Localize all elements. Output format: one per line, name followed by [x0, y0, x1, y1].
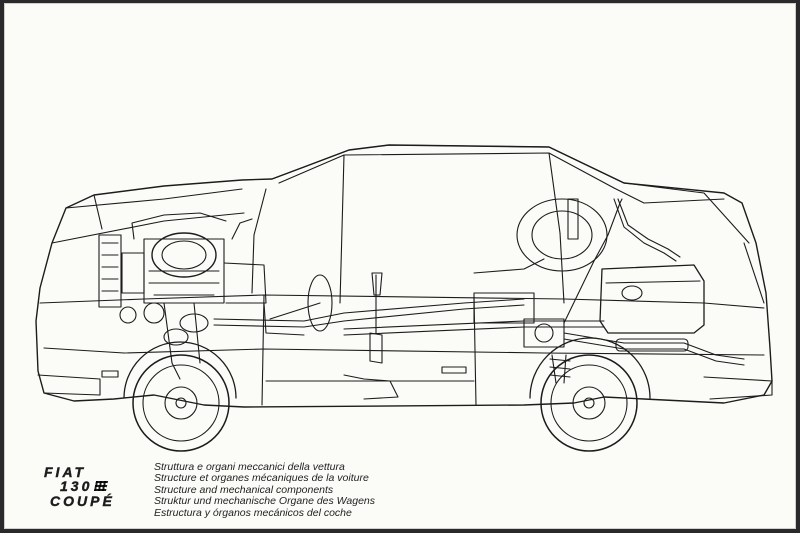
- logo-model: 130: [60, 478, 109, 494]
- logo-coupe: COUPÉ: [50, 493, 115, 509]
- logo-fiat: FIAT: [44, 464, 87, 480]
- fuel-tank: [599, 198, 705, 334]
- caption-french: Structure et organes mécaniques de la vo…: [154, 472, 369, 485]
- caption-german: Struktur und mechanische Organe des Wage…: [154, 495, 376, 508]
- logo-model-number: 130: [60, 478, 93, 494]
- caption-italian: Struttura e organi meccanici della vettu…: [154, 461, 345, 473]
- front-wheel: [123, 341, 237, 452]
- car-body-outline: [35, 144, 773, 408]
- multilingual-caption: Struttura e organi meccanici della vettu…: [154, 461, 494, 519]
- drivetrain: [213, 198, 745, 384]
- engine: [98, 212, 267, 380]
- logo-grid-mark-icon: [94, 481, 109, 491]
- steering-and-controls: [269, 258, 545, 400]
- caption-spanish: Estructura y órganos mecánicos del coche: [154, 506, 352, 519]
- fiat-130-coupe-logo: FIAT 130 COUPÉ: [40, 464, 124, 511]
- spare-wheel: [516, 198, 608, 272]
- caption-english: Structure and mechanical components: [154, 483, 334, 496]
- rear-wheel: [529, 337, 651, 452]
- cutaway-car-drawing: [35, 144, 773, 452]
- photo-sheet: FIAT 130 COUPÉ Struttura e organi meccan…: [4, 3, 796, 529]
